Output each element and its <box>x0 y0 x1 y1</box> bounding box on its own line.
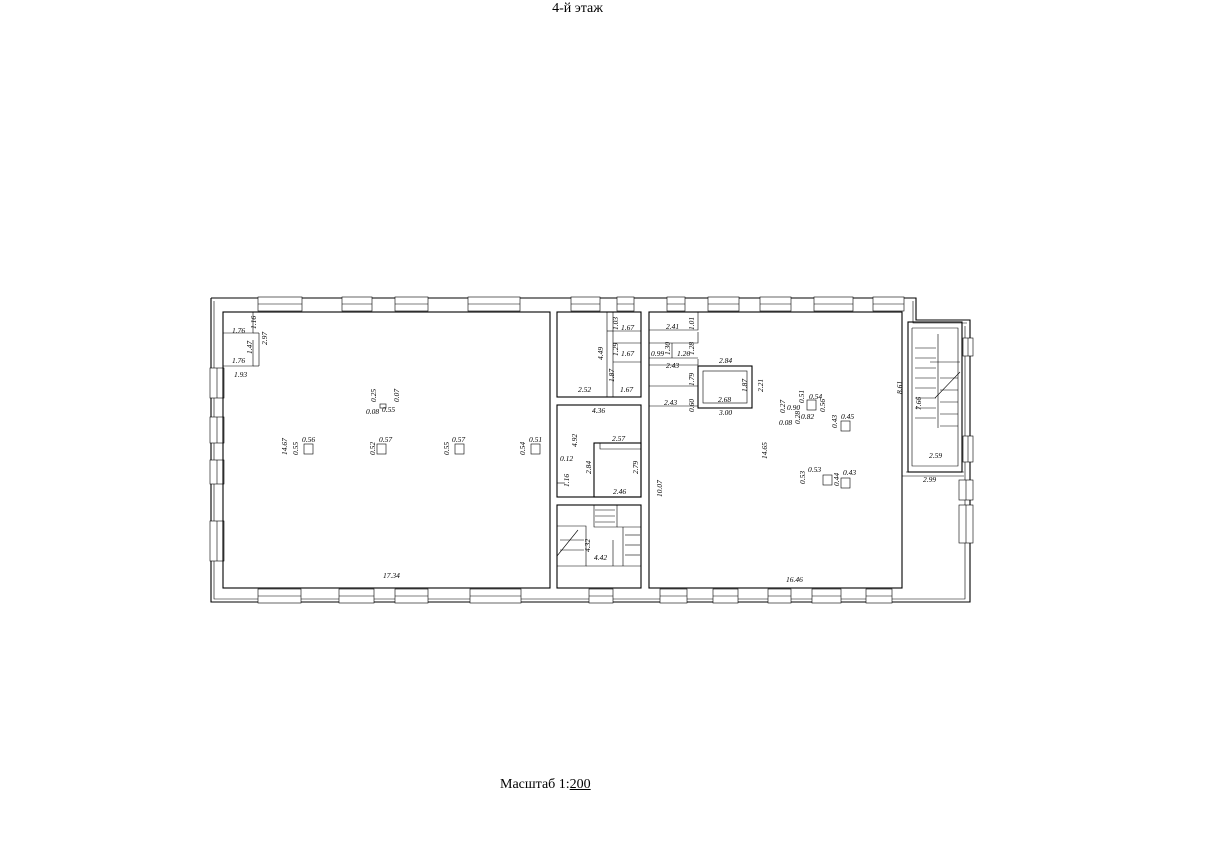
dim-label: 0.07 <box>392 389 401 402</box>
dim-label: 0.08 <box>779 418 792 427</box>
dim-label: 2.57 <box>612 434 625 443</box>
dim-label: 0.43 <box>843 468 856 477</box>
dim-label: 0.51 <box>797 390 806 403</box>
dim-label: 0.27 <box>778 400 787 413</box>
dim-label: 4.92 <box>570 434 579 447</box>
dim-label: 4.32 <box>583 539 592 552</box>
dim-label: 0.82 <box>801 412 814 421</box>
dim-label: 0.55 <box>291 442 300 455</box>
dim-label: 0.57 <box>379 435 392 444</box>
dim-label: 2.97 <box>260 332 269 345</box>
dim-label: 0.54 <box>518 442 527 455</box>
exterior-walls <box>210 297 971 603</box>
dim-label: 1.16 <box>562 474 571 487</box>
dim-label: 0.56 <box>302 435 315 444</box>
dim-label: 2.99 <box>923 475 936 484</box>
dim-label: 2.84 <box>719 356 732 365</box>
dim-label: 0.12 <box>560 454 573 463</box>
dim-label: 1.76 <box>232 326 245 335</box>
dim-label: 2.43 <box>664 398 677 407</box>
dim-label: 0.54 <box>809 392 822 401</box>
dim-label: 7.66 <box>914 397 923 410</box>
windows-left <box>209 367 225 562</box>
dim-label: 0.28 <box>793 411 802 424</box>
dim-label: 4.42 <box>594 553 607 562</box>
windows-right <box>958 337 974 544</box>
dim-label: 1.01 <box>687 317 696 330</box>
dim-label: 0.51 <box>529 435 542 444</box>
dim-label: 1.28 <box>687 342 696 355</box>
dim-label: 1.87 <box>607 369 616 382</box>
dim-label: 0.57 <box>452 435 465 444</box>
columns <box>303 399 851 489</box>
dim-label: 1.76 <box>232 356 245 365</box>
dim-label: 2.52 <box>578 385 591 394</box>
dim-label: 2.21 <box>756 379 765 392</box>
dim-label: 2.59 <box>929 451 942 460</box>
dim-label: 0.53 <box>798 471 807 484</box>
scale-prefix: Масштаб 1: <box>500 777 570 792</box>
dim-label: 1.67 <box>620 385 633 394</box>
dim-label: 0.60 <box>687 399 696 412</box>
dim-label: 0.90 <box>787 403 800 412</box>
dim-label: 0.25 <box>369 389 378 402</box>
windows-bottom <box>257 588 893 604</box>
dim-label: 3.00 <box>718 408 732 417</box>
dim-label: 0.56 <box>818 399 827 412</box>
dim-label: 2.41 <box>666 322 679 331</box>
dim-label: 0.52 <box>368 442 377 455</box>
dim-label: 1.47 <box>245 341 254 354</box>
dim-label: 1.03 <box>611 317 620 330</box>
interior-walls <box>222 311 964 589</box>
dim-label: 4.36 <box>592 406 605 415</box>
dim-label: 10.07 <box>655 480 664 497</box>
dim-label: 1.67 <box>621 323 634 332</box>
dim-label: 4.49 <box>596 347 605 360</box>
dim-label: 17.34 <box>383 571 400 580</box>
dim-label: 1.29 <box>611 343 620 356</box>
dim-label: 1.87 <box>740 379 749 392</box>
dim-label: 1.26 <box>677 349 690 358</box>
dim-label: 0.53 <box>808 465 821 474</box>
scale-label: Масштаб 1:200 <box>500 777 591 793</box>
dim-label: 2.43 <box>666 361 679 370</box>
dim-label: 1.30 <box>663 342 672 355</box>
dim-label: 2.84 <box>584 461 593 474</box>
dim-label: 2.79 <box>631 461 640 474</box>
dim-label: 1.79 <box>687 373 696 386</box>
dim-label: 8.61 <box>895 381 904 394</box>
dim-label: 0.55 <box>442 442 451 455</box>
dim-label: 16.46 <box>786 575 803 584</box>
dim-label: 14.67 <box>280 438 289 455</box>
scale-value: 200 <box>569 777 591 792</box>
dim-label: 14.65 <box>760 442 769 459</box>
dim-label: 0.45 <box>841 412 854 421</box>
dim-label: 0.08 <box>366 407 379 416</box>
floor-title: 4-й этаж <box>552 1 603 16</box>
dim-label: 2.68 <box>718 395 731 404</box>
dim-label: 1.67 <box>621 349 634 358</box>
dim-label: 0.99 <box>651 349 664 358</box>
dimension-labels: 1.76 1.16 1.47 2.97 1.76 1.93 0.25 0.07 … <box>232 316 942 584</box>
windows-top <box>257 296 905 312</box>
dim-label: 0.44 <box>832 473 841 486</box>
dim-label: 0.55 <box>382 405 395 414</box>
dim-label: 0.43 <box>830 415 839 428</box>
dim-label: 1.16 <box>249 316 258 329</box>
dim-label: 1.93 <box>234 370 247 379</box>
dim-label: 2.46 <box>613 487 626 496</box>
